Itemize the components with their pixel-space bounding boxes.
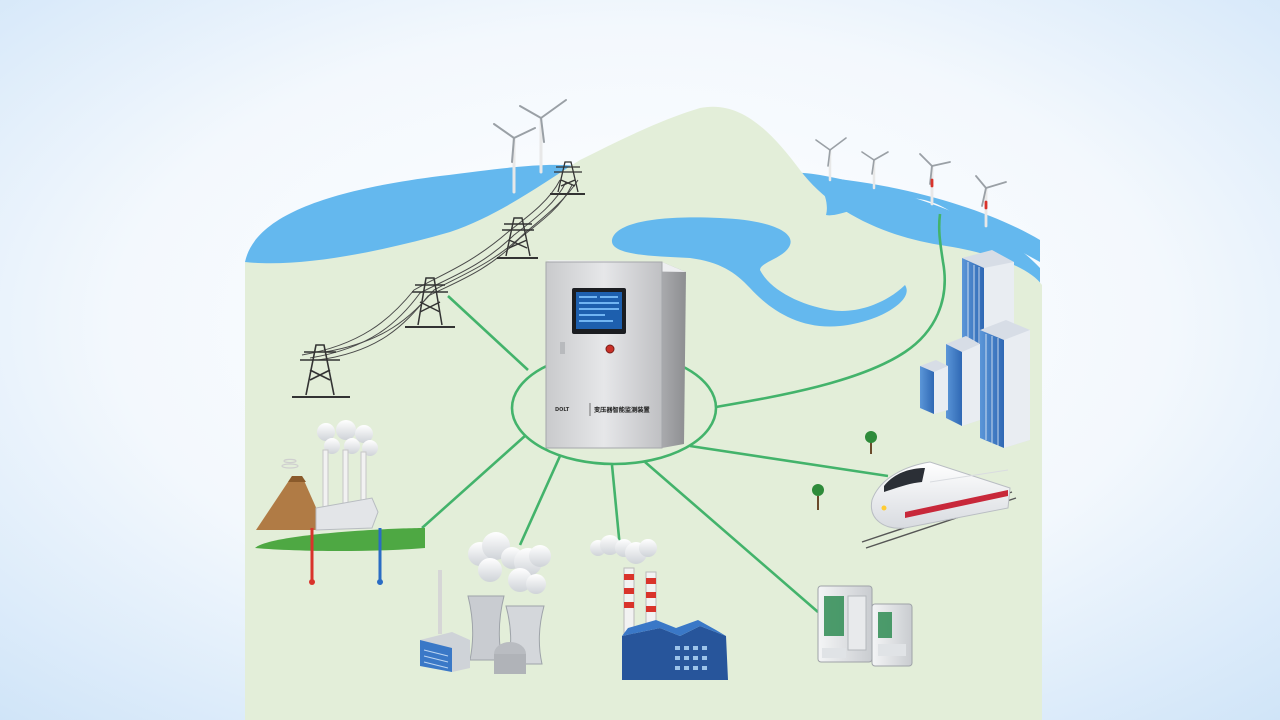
transmission-tower-line bbox=[292, 161, 585, 398]
link-to-plant bbox=[518, 455, 562, 546]
link-lines bbox=[421, 213, 946, 613]
office-building-icon bbox=[946, 336, 980, 426]
tree-icon bbox=[812, 484, 824, 510]
wind-turbine-icon bbox=[975, 175, 1007, 228]
city-buildings bbox=[920, 250, 1030, 448]
indicator-light-icon bbox=[605, 344, 615, 354]
link-to-tower bbox=[447, 295, 529, 371]
power-cables bbox=[301, 179, 579, 361]
geothermal-icon bbox=[255, 420, 425, 585]
transmission-tower-icon bbox=[292, 344, 350, 398]
bullet-train-icon bbox=[870, 461, 1011, 529]
factory-icon bbox=[590, 535, 728, 680]
river bbox=[611, 217, 907, 327]
steam bbox=[468, 532, 551, 594]
wind-farm bbox=[493, 99, 1007, 228]
link-to-charger bbox=[644, 461, 819, 613]
link-to-factory bbox=[610, 464, 622, 549]
monitoring-cabinet-icon: DOLT 变压器智能监测装置 bbox=[545, 260, 686, 449]
wind-turbine-icon bbox=[919, 153, 951, 206]
wind-farm-shore bbox=[805, 176, 1040, 262]
wind-turbine-icon bbox=[815, 137, 847, 182]
link-to-city bbox=[715, 213, 946, 409]
monitoring-device: DOLT 变压器智能监测装置 bbox=[545, 260, 686, 449]
tree-icon bbox=[865, 431, 877, 454]
cooling-tower-icon bbox=[420, 532, 551, 674]
device-badge: 变压器智能监测装置 bbox=[594, 406, 650, 414]
power-plant bbox=[420, 532, 551, 674]
transmission-tower-icon bbox=[550, 161, 585, 195]
transmission-tower-icon bbox=[405, 277, 455, 328]
charging-station bbox=[817, 585, 913, 667]
steam bbox=[317, 420, 378, 456]
link-to-train bbox=[689, 444, 889, 478]
office-building-icon bbox=[920, 360, 948, 414]
wind-turbine-icon bbox=[861, 151, 889, 190]
charging-station-icon bbox=[817, 585, 873, 663]
transmission-tower-icon bbox=[497, 217, 538, 259]
charging-station-icon bbox=[871, 603, 913, 667]
link-to-geothermal bbox=[421, 434, 527, 529]
high-speed-train bbox=[861, 461, 1017, 549]
industrial-factory bbox=[590, 535, 728, 680]
wind-turbine-icon bbox=[519, 99, 567, 174]
office-building-icon bbox=[980, 320, 1030, 448]
geothermal-plant bbox=[255, 420, 425, 585]
device-brand: DOLT bbox=[555, 407, 570, 413]
steam bbox=[590, 535, 657, 564]
wind-turbine-icon bbox=[493, 123, 536, 194]
